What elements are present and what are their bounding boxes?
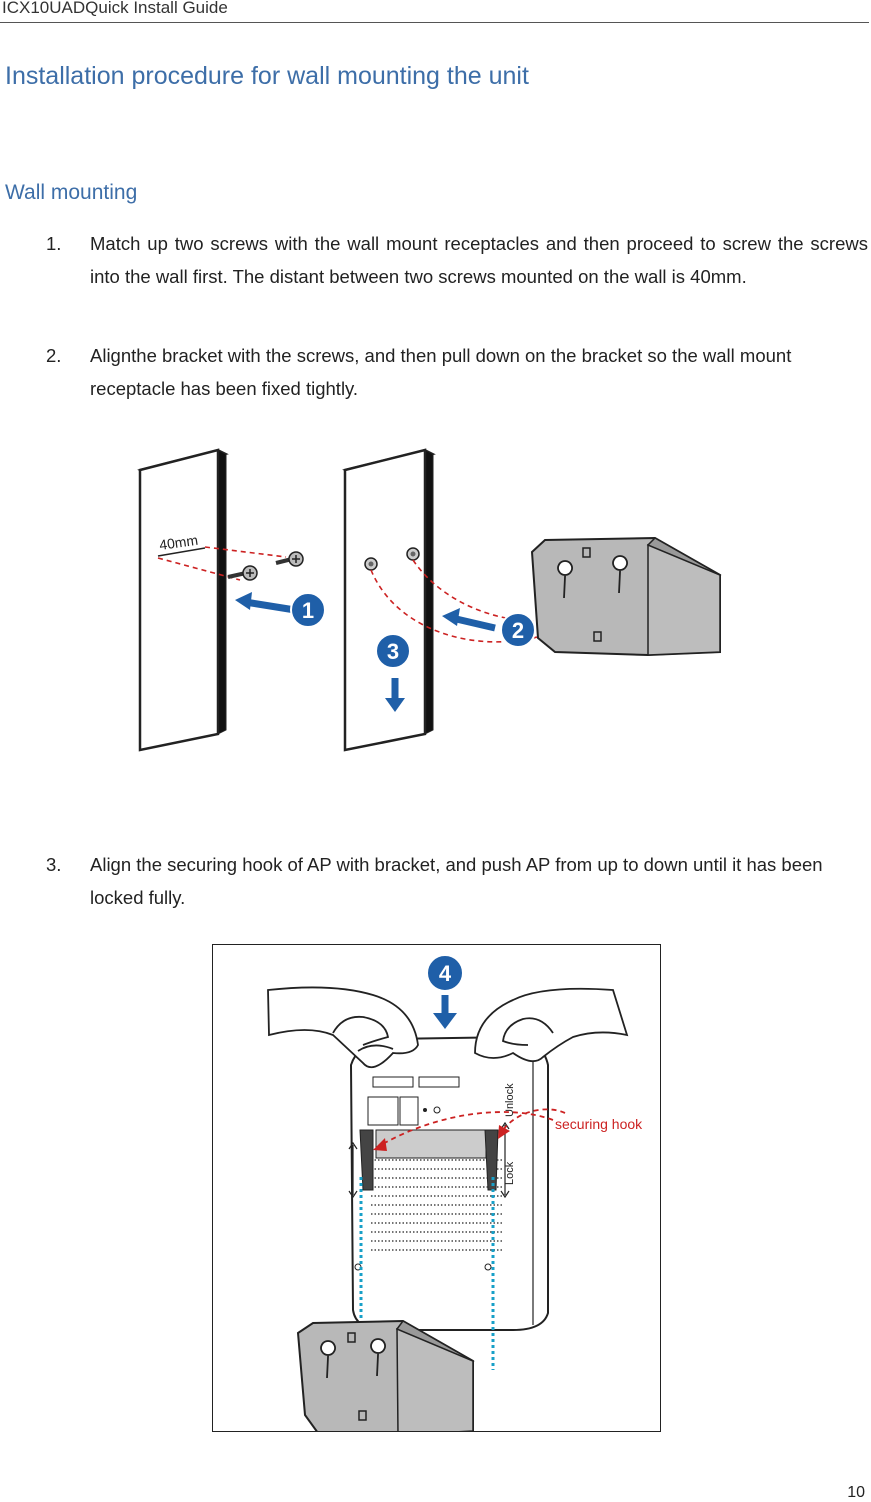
wall-mount-illustration: 40mm 1	[137, 448, 722, 752]
step-text: Match up two screws with the wall mount …	[90, 233, 868, 287]
screw-icon	[227, 565, 258, 581]
step-number: 1.	[46, 233, 62, 254]
wall-board-left	[137, 448, 229, 752]
screw-icon	[275, 551, 304, 567]
screw-head-icon	[364, 557, 378, 571]
section-title: Installation procedure for wall mounting…	[5, 62, 529, 90]
step-text: Alignthe bracket with the screws, and th…	[90, 345, 792, 399]
header-title: ICX10UADQuick Install Guide	[2, 0, 228, 17]
badge-label: 2	[512, 618, 524, 643]
badge-label: 4	[439, 961, 452, 986]
mounting-bracket	[296, 1319, 475, 1431]
step-number: 3.	[46, 854, 62, 875]
step-badge-3: 3	[375, 633, 411, 669]
badge-label: 3	[387, 639, 399, 664]
step-badge-4: 4	[426, 954, 464, 992]
mounting-bracket	[530, 536, 722, 657]
ap-lock-illustration: 4 Lock Unlock	[267, 954, 643, 1431]
subsection-title: Wall mounting	[5, 181, 138, 204]
distance-label: 40mm	[158, 532, 199, 553]
page-header: ICX10UADQuick Install Guide	[0, 0, 869, 23]
page-number: 10	[847, 1484, 865, 1501]
securing-hook-label: securing hook	[555, 1116, 643, 1132]
hands	[267, 986, 629, 1069]
wall-mount-figure: 40mm 1	[100, 440, 760, 760]
lock-label: Lock	[504, 1161, 516, 1185]
access-point: Lock Unlock	[348, 1035, 549, 1331]
unlock-label: Unlock	[504, 1083, 516, 1117]
step-badge-2: 2	[500, 612, 536, 648]
step-text: Align the securing hook of AP with brack…	[90, 854, 823, 908]
step-number: 2.	[46, 345, 62, 366]
ap-lock-figure: 4 Lock Unlock	[212, 944, 661, 1432]
step-badge-1: 1	[290, 592, 326, 628]
badge-label: 1	[302, 598, 314, 623]
screw-head-icon	[406, 547, 420, 561]
wall-board-right	[342, 448, 436, 752]
